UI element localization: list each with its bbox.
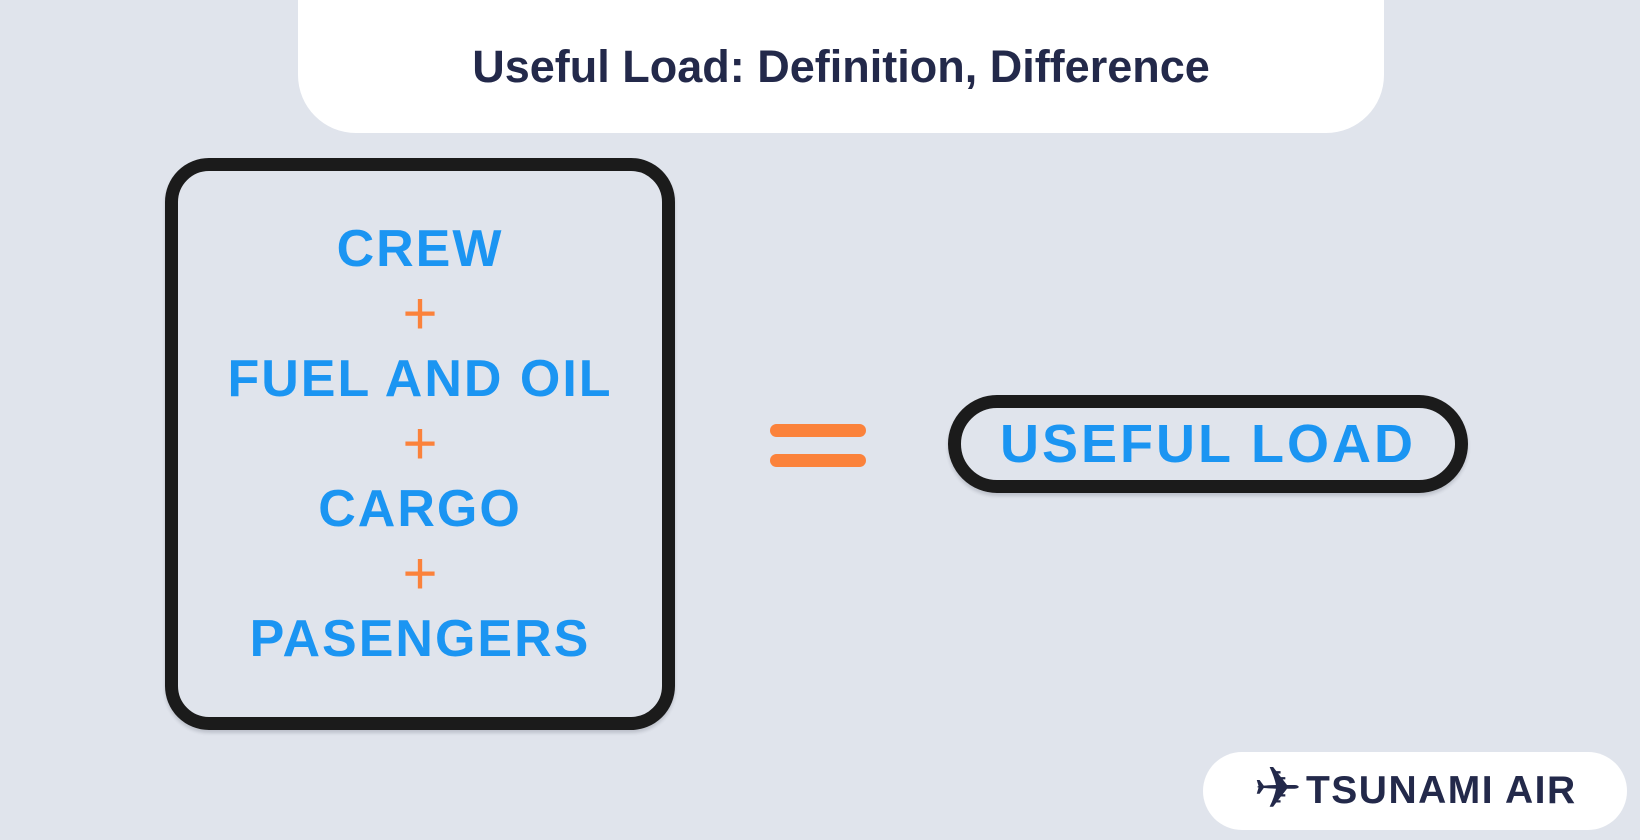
plus-operator: + xyxy=(402,540,438,607)
equals-sign-text: = xyxy=(770,424,771,425)
result-useful-load: USEFUL LOAD xyxy=(999,414,1416,474)
sum-box: CREW + FUEL AND OIL + CARGO + PASENGERS xyxy=(165,158,675,730)
airplane-icon: ✈ xyxy=(1253,756,1302,821)
brand-name: TSUNAMI AIR xyxy=(1305,769,1577,812)
equals-sign: = xyxy=(770,424,866,467)
brand-logo: ✈ TSUNAMI AIR xyxy=(1203,752,1627,830)
term-pasengers: PASENGERS xyxy=(249,610,591,668)
page-title: Useful Load: Definition, Difference xyxy=(472,40,1210,92)
result-pill: USEFUL LOAD xyxy=(948,395,1468,493)
term-fuel-and-oil: FUEL AND OIL xyxy=(227,350,613,408)
equals-top-bar xyxy=(770,424,866,437)
plus-operator: + xyxy=(402,280,438,347)
equals-bottom-bar xyxy=(770,454,866,467)
term-crew: CREW xyxy=(336,220,504,278)
term-cargo: CARGO xyxy=(318,480,522,538)
plus-operator: + xyxy=(402,410,438,477)
title-banner: Useful Load: Definition, Difference xyxy=(298,0,1384,133)
